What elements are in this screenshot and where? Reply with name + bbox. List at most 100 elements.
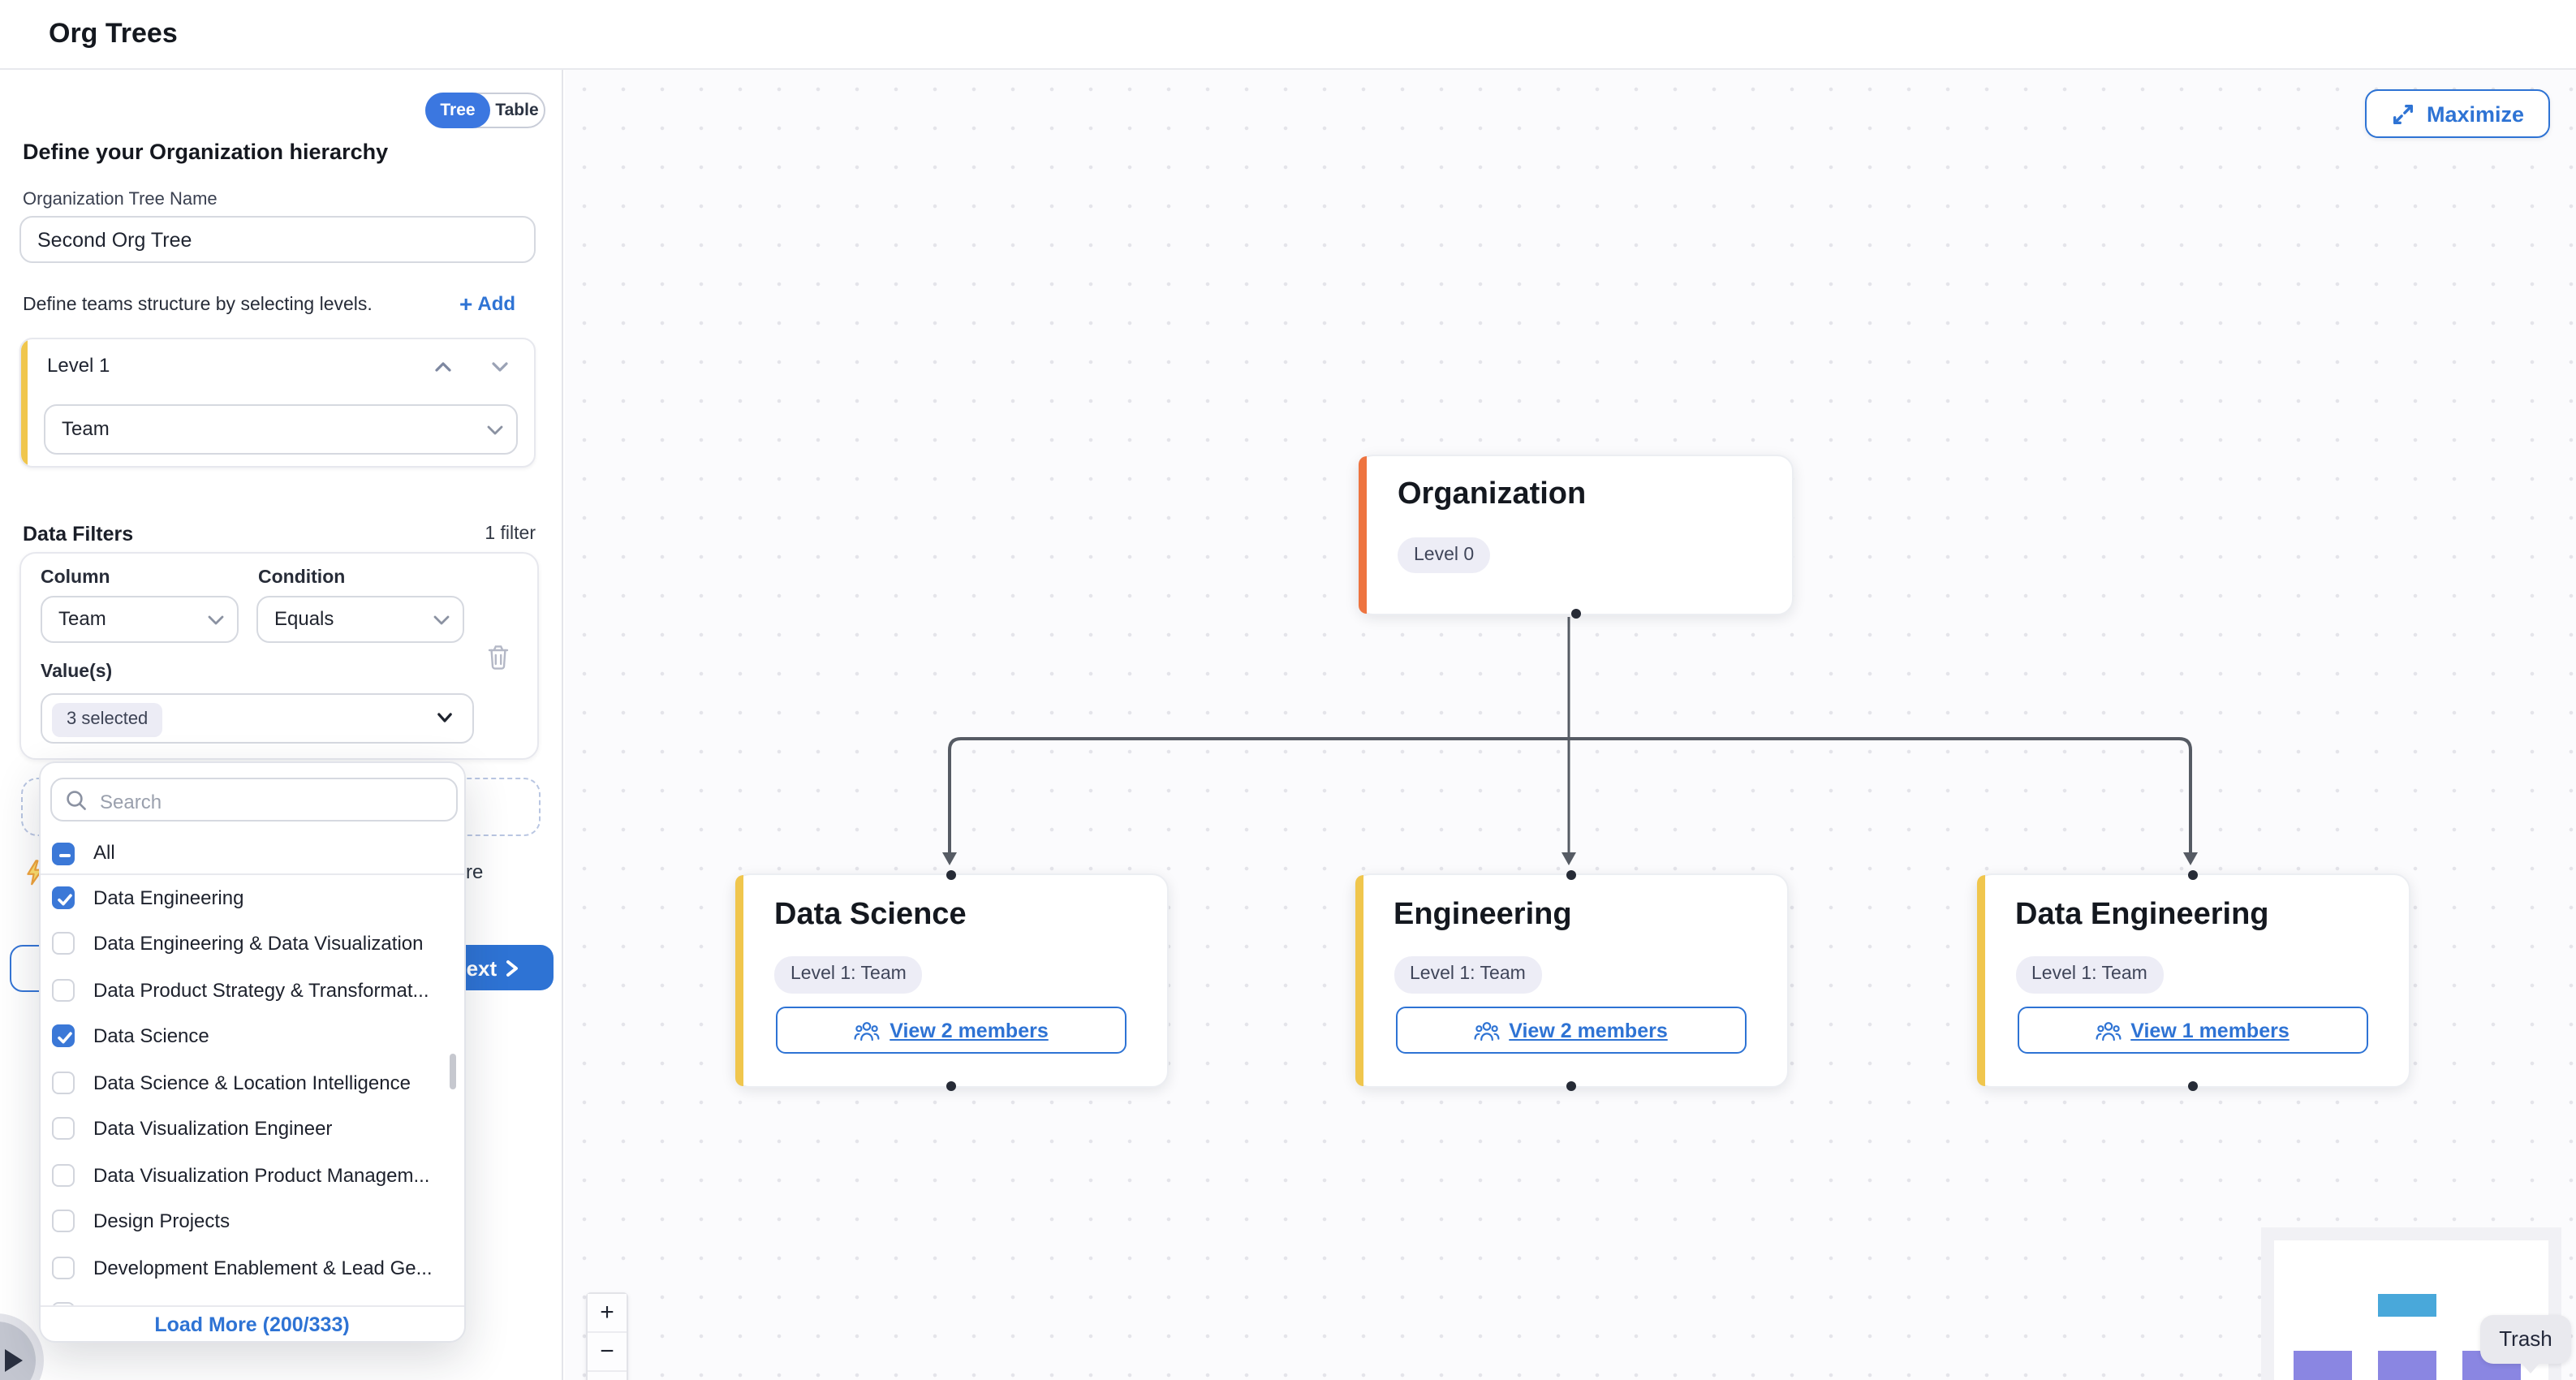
condition-value: Equals [274,607,334,630]
check-icon [57,1032,71,1044]
minimap-child-node [2378,1351,2436,1380]
option-label: Development Enablement & Lead Ge... [93,1256,433,1279]
checkbox-unchecked[interactable] [51,1210,74,1232]
lightning-icon [24,859,44,895]
condition-select[interactable]: Equals [256,596,464,643]
node-title: Organization [1398,477,1587,511]
delete-filter-button[interactable] [485,643,511,679]
column-select[interactable]: Team [41,596,239,643]
people-icon [2095,1021,2121,1041]
checkbox-unchecked[interactable] [51,1256,74,1279]
trash-icon [488,645,509,670]
connector-dot [1570,609,1580,619]
checkbox-checked[interactable] [51,1024,74,1047]
dropdown-search[interactable] [50,778,457,823]
trash-tooltip-tail [2519,1361,2542,1374]
option-label: Design Projects [93,1210,230,1232]
chevron-down-icon [208,615,224,624]
values-select[interactable]: 3 selected [41,693,474,744]
select-all-row[interactable]: All [40,831,464,875]
column-value: Team [58,607,106,630]
level-type-select[interactable]: Team [44,404,518,455]
condition-label: Condition [258,568,346,588]
node-title: Data Engineering [2015,898,2269,932]
resume-tour-button[interactable] [0,1322,36,1380]
play-icon [5,1349,23,1372]
column-label: Column [41,568,110,588]
maximize-label: Maximize [2426,101,2525,126]
node-level-badge: Level 1: Team [774,956,923,994]
toggle-table[interactable]: Table [495,101,539,120]
node-accent-bar [1359,456,1367,614]
node-title: Data Science [774,898,967,932]
chevron-down-icon [487,425,503,434]
option-row[interactable]: Data Engineering [40,874,464,921]
data-filters-title: Data Filters [23,523,134,546]
tree-name-label: Organization Tree Name [23,190,218,209]
checkbox-unchecked[interactable] [51,978,74,1001]
connector-dot [946,1081,956,1091]
option-row[interactable]: Design Projects [40,1198,464,1244]
checkbox-unchecked[interactable] [51,1117,74,1140]
checkbox-unchecked[interactable] [51,932,74,955]
chevron-up-icon [435,362,451,372]
fit-view-button[interactable] [588,1372,627,1380]
option-row[interactable]: Data Science & Location Intelligence [40,1059,464,1106]
select-all-checkbox-indeterminate[interactable] [51,842,74,865]
zoom-controls: + − [586,1292,628,1380]
view-members-button[interactable]: View 2 members [1395,1007,1746,1054]
load-more-link[interactable]: Load More (200/333) [154,1313,350,1335]
checkbox-checked[interactable] [51,886,74,908]
move-level-up-button[interactable] [432,356,454,375]
level-title: Level 1 [47,354,110,377]
option-label: Data Visualization Engineer [93,1117,333,1140]
option-row[interactable]: Development & Portfolio Strat... [40,1291,464,1305]
zoom-in-button[interactable]: + [588,1294,627,1333]
move-level-down-button[interactable] [489,356,511,375]
minimap-child-node [2294,1351,2352,1380]
option-label: Data Science & Location Intelligence [93,1071,411,1093]
connector-dot [1566,1081,1575,1091]
view-members-button[interactable]: View 1 members [2017,1007,2367,1054]
level-accent-bar [21,339,28,466]
option-row[interactable]: Development Enablement & Lead Ge... [40,1244,464,1291]
zoom-out-button[interactable]: − [588,1333,627,1372]
config-sidebar: Tree Table Define your Organization hier… [0,70,563,1380]
maximize-button[interactable]: Maximize [2365,89,2550,138]
option-row[interactable]: Data Visualization Product Managem... [40,1152,464,1198]
org-tree-canvas[interactable]: Maximize Organization Level 0 Data Scien… [565,70,2576,1380]
view-toggle[interactable]: Tree Table [425,93,545,128]
view-members-label: View 1 members [2130,1019,2290,1041]
sidebar-heading: Define your Organization hierarchy [23,140,389,164]
option-row[interactable]: Data Science [40,1013,464,1059]
page-title: Org Trees [49,18,178,49]
filter-count-badge: 1 filter [485,524,536,544]
dropdown-scrollbar-thumb[interactable] [450,1054,456,1089]
tree-name-input[interactable] [19,216,536,263]
checkbox-unchecked[interactable] [51,1071,74,1093]
divider [40,1305,464,1306]
org-root-node[interactable]: Organization Level 0 [1357,455,1794,619]
add-level-button[interactable]: + Add [459,289,515,318]
option-row[interactable]: Data Product Strategy & Transformat... [40,967,464,1013]
levels-description: Define teams structure by selecting leve… [23,295,373,315]
minimap-root-node [2378,1294,2436,1317]
option-row[interactable]: Data Engineering & Data Visualization [40,921,464,967]
toggle-tree[interactable]: Tree [425,93,490,128]
view-members-label: View 2 members [1509,1019,1668,1041]
add-level-label: Add [477,292,516,315]
option-label: Development & Portfolio Strat... [93,1291,366,1305]
view-members-button[interactable]: View 2 members [776,1007,1126,1054]
people-icon [854,1021,880,1041]
checkbox-unchecked[interactable] [51,1163,74,1186]
chevron-down-icon [433,615,450,624]
option-row[interactable]: Data Visualization Engineer [40,1106,464,1152]
app-header: Org Trees [0,0,2576,70]
select-all-label: All [93,841,115,864]
values-label: Value(s) [41,662,113,682]
search-input[interactable] [97,779,452,823]
